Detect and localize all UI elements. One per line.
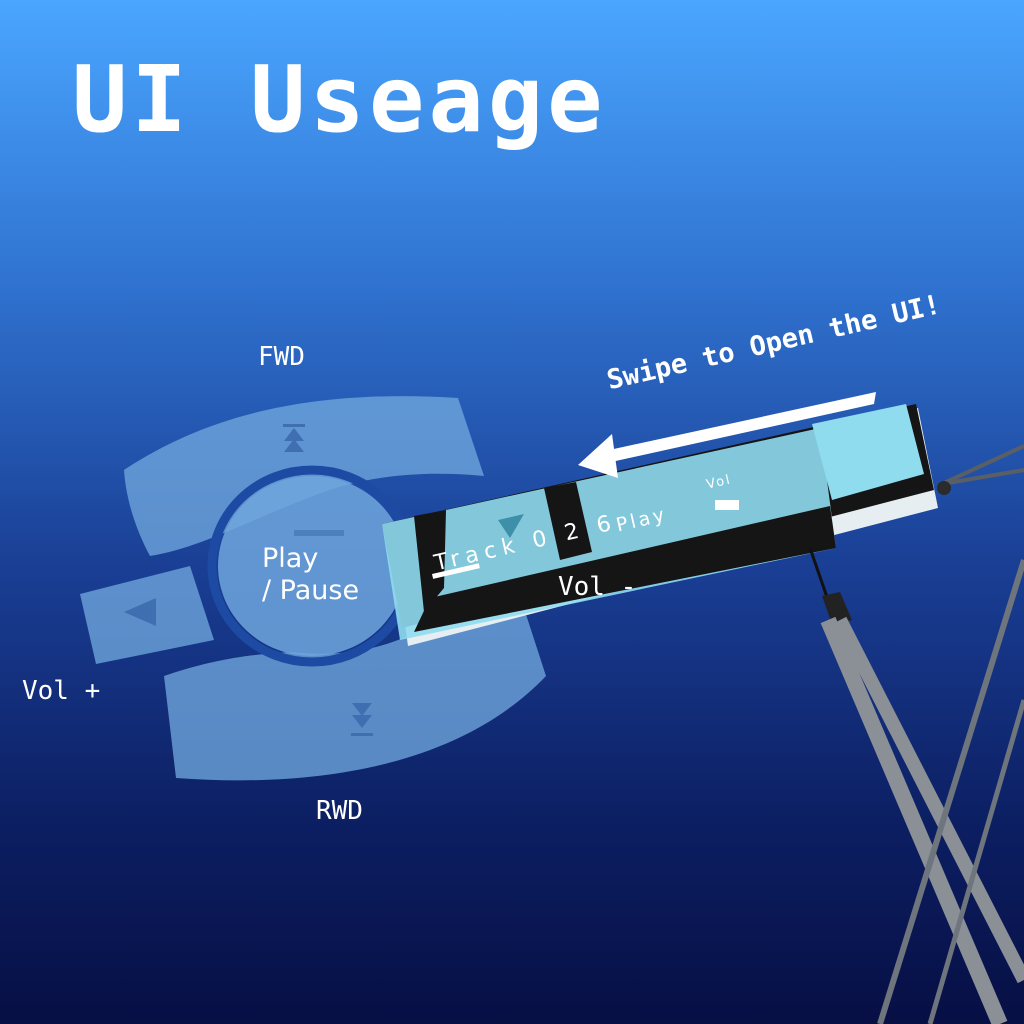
triangle-left-icon — [124, 598, 156, 626]
rwd-button[interactable] — [164, 596, 546, 781]
skip-forward-icon — [283, 424, 305, 452]
control-pad — [80, 396, 546, 781]
arrow-left-icon — [578, 392, 876, 478]
play-pause-label-line1: Play — [262, 543, 319, 574]
device-bottom-band — [414, 506, 836, 632]
page-title: UI Useage — [72, 46, 607, 153]
play-pause-button[interactable] — [218, 476, 406, 656]
play-icon — [498, 514, 524, 538]
rwd-label: RWD — [316, 796, 363, 826]
device-stripe — [544, 482, 592, 560]
vol-plus-label: Vol + — [22, 676, 101, 706]
vol-minus-label: Vol - — [558, 572, 637, 602]
play-pause-label-line2: / Pause — [262, 575, 360, 606]
play-pause-label: Play / Pause — [262, 543, 359, 607]
device-stripe-2 — [414, 510, 446, 612]
device-end-cap — [812, 404, 924, 500]
lanyard-strap — [808, 547, 1024, 1024]
vol-indicator — [715, 500, 739, 510]
connector-jack — [937, 481, 951, 495]
play-pause-icon — [294, 530, 344, 536]
fwd-button[interactable] — [124, 396, 484, 556]
fwd-label: FWD — [258, 342, 305, 372]
track-underline — [431, 563, 480, 579]
music-player-device — [382, 404, 951, 646]
skip-back-icon — [351, 703, 373, 736]
device-cable — [941, 444, 1024, 486]
